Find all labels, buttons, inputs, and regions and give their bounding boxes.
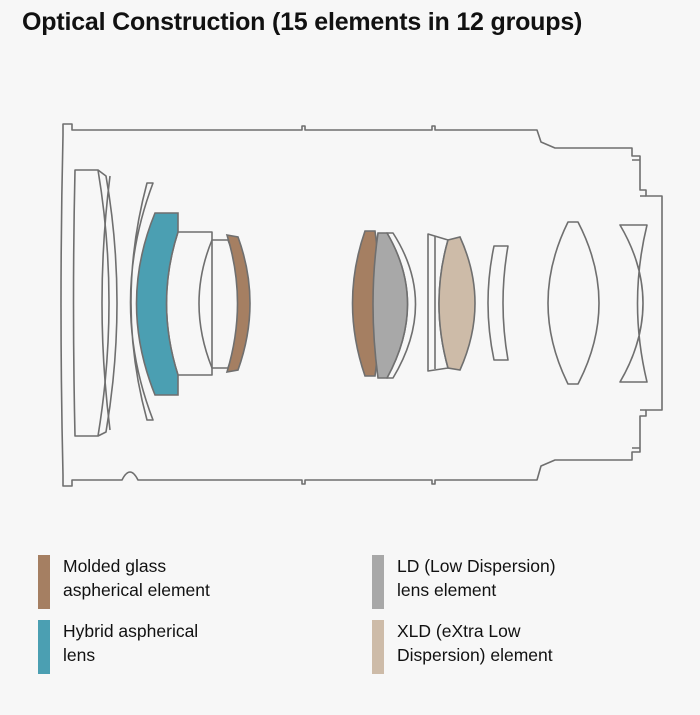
lens-element-2 [101,175,111,431]
lens-element-5 [165,231,213,376]
legend-label-line1: LD (Low Dispersion) [397,556,556,576]
ld-lens-element [372,232,409,379]
legend-swatch-ld [372,555,384,609]
lens-element-13 [547,221,600,385]
legend-label-line2: aspherical element [63,580,210,600]
molded-glass-aspherical-element-front [225,233,251,374]
legend-label-line2: lens [63,645,96,665]
legend-item-hybrid-aspherical: Hybrid aspherical lens [38,620,198,674]
legend-swatch-xld [372,620,384,674]
page-title: Optical Construction (15 elements in 12 … [22,8,583,36]
lens-element-3 [129,182,154,421]
legend-label-line1: XLD (eXtra Low [397,621,521,641]
legend-swatch-molded-glass [38,555,50,609]
legend-swatch-hybrid-aspherical [38,620,50,674]
lens-element-1-rim [97,169,118,437]
barrel-rear-step [632,159,646,449]
legend-item-xld: XLD (eXtra Low Dispersion) element [372,620,553,674]
lens-barrel-outline [60,123,663,487]
legend-item-ld: LD (Low Dispersion) lens element [372,555,556,609]
lens-element-14 [619,224,648,383]
hybrid-aspherical-lens-element [135,212,179,396]
xld-lens-element [438,236,476,371]
lens-element-1 [72,169,110,437]
legend-label-line2: lens element [397,580,497,600]
legend-item-molded-glass: Molded glass aspherical element [38,555,210,609]
legend-label-line1: Hybrid aspherical [63,621,199,641]
legend-label-line2: Dispersion) element [397,645,553,665]
lens-element-12 [487,245,509,361]
legend-label-line1: Molded glass [63,556,167,576]
